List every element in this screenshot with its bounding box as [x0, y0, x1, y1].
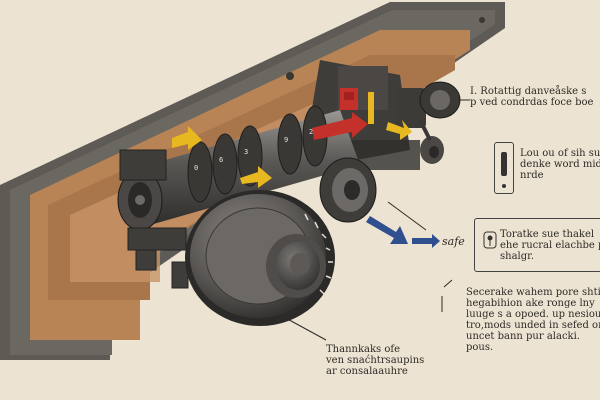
- secure-label-line: hegabihion ake ronge lny: [466, 298, 595, 309]
- safe-label: safe: [442, 235, 465, 248]
- lock-label: Lou ou of sih suya denke word midig i nr…: [520, 148, 600, 181]
- torque-label-line: shalgr.: [500, 251, 534, 262]
- bottom-label-line: ven snaćhtrsaupins: [326, 355, 425, 366]
- dial-icon: [185, 190, 335, 326]
- lock-label-line: denke word midig i: [520, 159, 600, 170]
- secure-label-line: luuge s a opoed. up nesioul,: [466, 309, 600, 320]
- bottom-label: Thannkaks ofe ven snaćhtrsaupins ar cons…: [326, 344, 424, 377]
- torque-callout-box: [474, 218, 600, 272]
- rotating-label-line: p ved condrdas foce boe: [470, 97, 594, 108]
- arrow-icon: [172, 112, 440, 248]
- torque-label: Toratke sue thakel ehe rucral elachbe p …: [500, 229, 600, 262]
- handle-assembly: [319, 81, 461, 223]
- svg-text:3: 3: [244, 148, 248, 156]
- lock-callout-box: [494, 142, 514, 194]
- rotating-label: I. Rotattig danveåske s p ved condrdas f…: [470, 86, 593, 108]
- bolt-icon: [501, 152, 507, 188]
- lock-label-line: nrde: [520, 170, 544, 181]
- key-icon: [483, 231, 497, 249]
- lock-label-line: Lou ou of sih suya: [520, 148, 600, 159]
- bottom-label-line: Thannkaks ofe: [326, 344, 400, 355]
- secure-label-line: Secerake wahem pore shti: [466, 287, 600, 298]
- rotating-label-line: I. Rotattig danveåske s: [470, 86, 587, 97]
- secure-label-line: uncet bann pur alacki.: [466, 331, 580, 342]
- bottom-label-line: ar consalaauhre: [326, 366, 408, 377]
- svg-text:6: 6: [219, 156, 223, 164]
- torque-label-line: ehe rucral elachbe p: [500, 240, 600, 251]
- bolt-icon: [479, 17, 485, 23]
- torque-label-line: Toratke sue thakel: [500, 229, 595, 240]
- svg-text:9: 9: [284, 136, 288, 144]
- mounting-bracket: [119, 149, 189, 289]
- svg-text:2: 2: [309, 128, 313, 136]
- leader-lines: [281, 99, 470, 341]
- svg-text:0: 0: [194, 164, 198, 172]
- secure-label: Secerake wahem pore shti hegabihion ake …: [466, 287, 600, 353]
- secure-label-line: tro,mods unded in sefed or: [466, 320, 600, 331]
- secure-label-line: pous.: [466, 342, 494, 353]
- bolt-icon: [286, 72, 294, 80]
